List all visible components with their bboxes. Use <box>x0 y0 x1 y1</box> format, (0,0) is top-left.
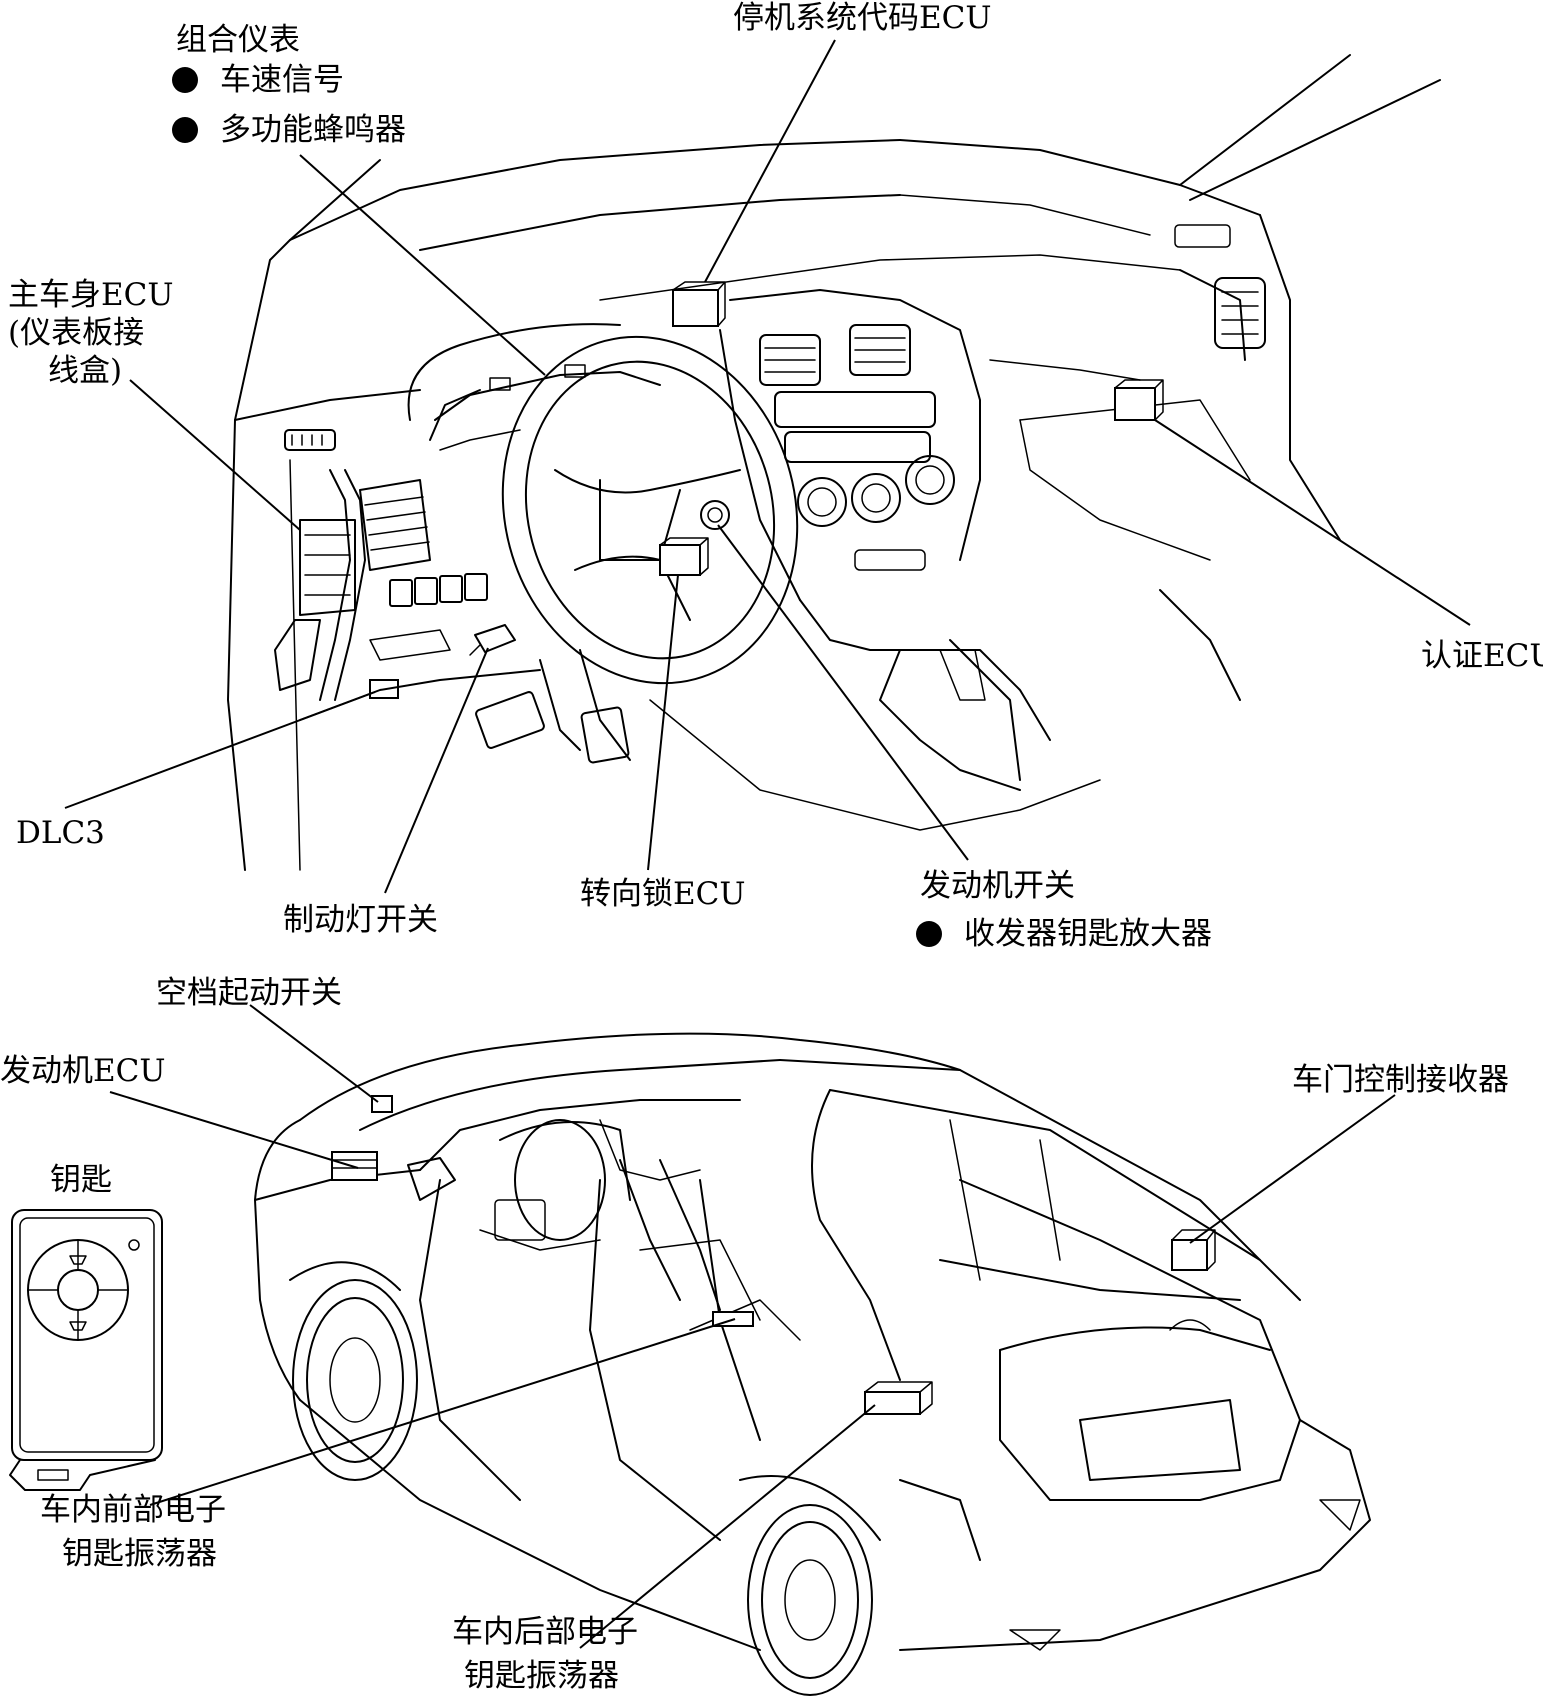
leader-rear-oscillator <box>579 1404 876 1649</box>
leader-door-receiver <box>1189 1094 1396 1244</box>
bullet-icon <box>172 67 198 93</box>
leader-engine-ecu <box>109 1091 359 1169</box>
leader-steering-lock-ecu <box>647 574 679 871</box>
bullet-icon <box>172 117 198 143</box>
engine-ecu-label: 发动机ECU <box>0 1053 166 1089</box>
dlc3-label: DLC3 <box>16 815 105 851</box>
leader-main-body-ecu <box>129 379 301 531</box>
leader-lines <box>64 39 1471 1649</box>
key-label: 钥匙 <box>50 1162 112 1198</box>
engine-switch-label: 发动机开关 <box>920 868 1075 904</box>
main-body-ecu-label: 主车身ECU (仪表板接 线盒) <box>8 277 174 389</box>
instrument-cluster-label: 组合仪表 <box>176 22 300 58</box>
leader-certification-ecu <box>1154 419 1471 626</box>
key-fob-illustration <box>9 1209 163 1491</box>
leader-cluster <box>299 154 546 376</box>
leader-stop-lamp-switch <box>384 647 489 894</box>
front-oscillator-label: 车内前部电子 钥匙振荡器 <box>40 1492 226 1572</box>
park-neutral-switch-label: 空档起动开关 <box>156 975 342 1011</box>
bullet-icon <box>916 921 942 947</box>
cluster-title: 组合仪表 <box>176 22 300 58</box>
rear-oscillator-label: 车内后部电子 钥匙振荡器 <box>452 1614 638 1694</box>
cluster-item-buzzer: 多功能蜂鸣器 <box>172 112 406 148</box>
leader-park-neutral-switch <box>249 1004 379 1103</box>
transponder-amp-label: 收发器钥匙放大器 <box>916 916 1212 952</box>
certification-ecu-label: 认证ECU <box>1421 638 1543 674</box>
leader-dlc3 <box>64 691 376 809</box>
dashboard-illustration <box>227 54 1441 871</box>
car-illustration <box>254 1032 1371 1696</box>
leader-engine-switch <box>717 524 969 861</box>
immobilizer-ecu-label: 停机系统代码ECU <box>733 0 992 36</box>
leader-front-oscillator <box>149 1318 736 1506</box>
steering-lock-ecu-label: 转向锁ECU <box>580 876 746 912</box>
stop-lamp-switch-label: 制动灯开关 <box>283 902 438 938</box>
cluster-item-speed-signal: 车速信号 <box>172 62 344 98</box>
leader-immobilizer-ecu <box>704 39 836 283</box>
door-control-receiver-label: 车门控制接收器 <box>1292 1062 1509 1098</box>
